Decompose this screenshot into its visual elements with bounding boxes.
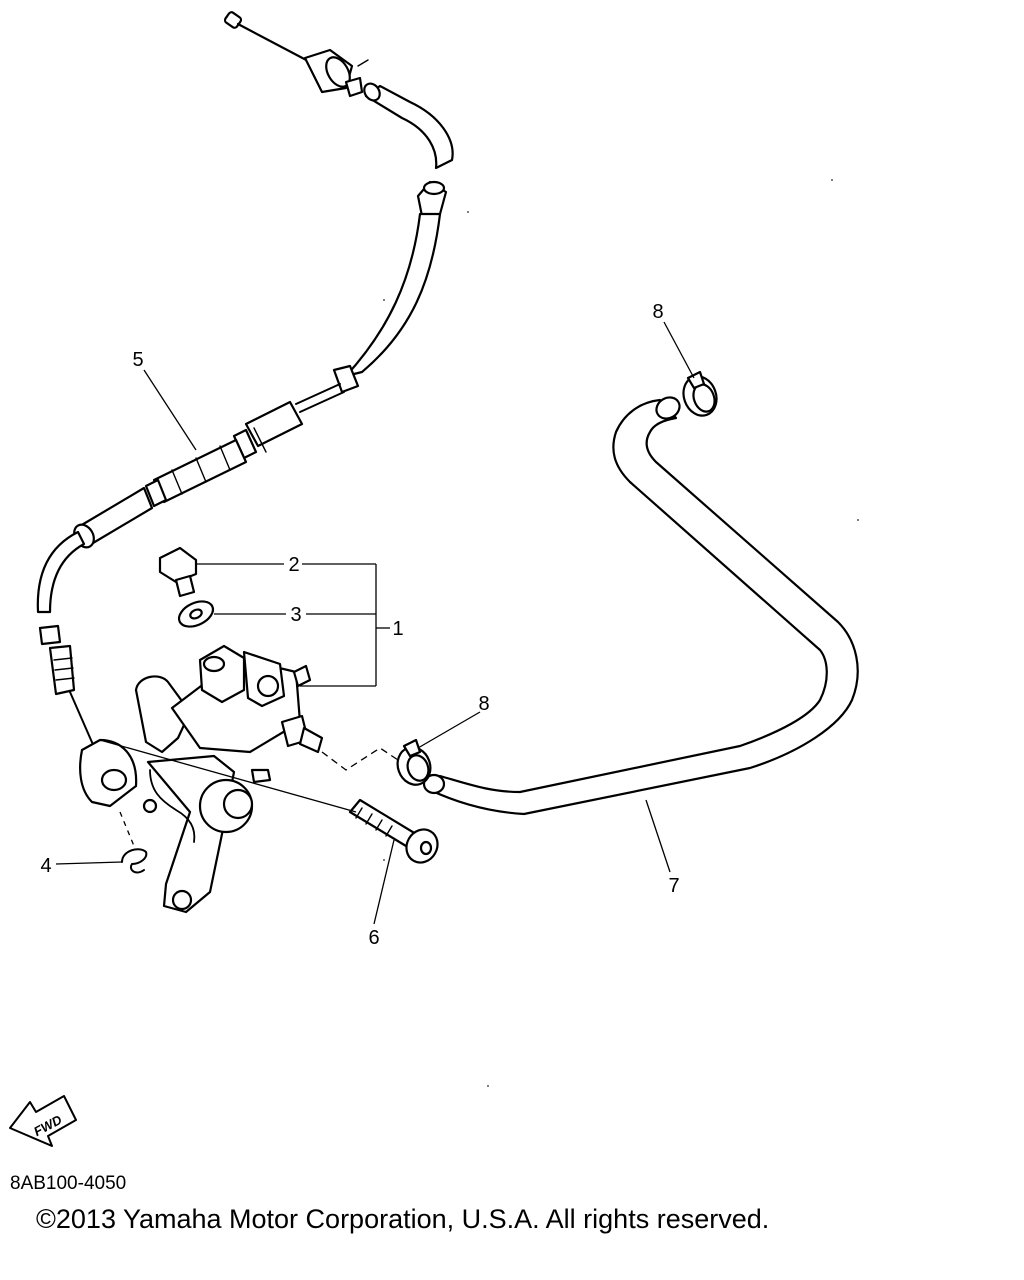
- callout-8-upper: 8: [652, 301, 663, 323]
- forward-direction-arrow-icon: FWD: [9, 1095, 77, 1147]
- callout-7: 7: [668, 875, 679, 897]
- callout-6: 6: [368, 927, 379, 949]
- part-1-valve-assembly: [79, 644, 324, 914]
- part-2-bolt: [158, 546, 198, 598]
- part-7-hose: [422, 396, 859, 816]
- part-8-clamp-lower: [396, 738, 432, 786]
- part-6-bolt: [348, 798, 439, 864]
- scan-specks: [383, 179, 859, 1087]
- part-3-washer: [177, 600, 215, 628]
- callout-1: 1: [392, 618, 403, 640]
- part-4-clip: [121, 848, 148, 874]
- callout-3: 3: [290, 604, 301, 626]
- callout-8-lower: 8: [478, 693, 489, 715]
- part-8-clamp-upper: [682, 370, 718, 417]
- part-5-cable: [36, 11, 454, 767]
- copyright-notice: ©2013 Yamaha Motor Corporation, U.S.A. A…: [36, 1204, 770, 1234]
- callout-5: 5: [132, 349, 143, 371]
- callout-2: 2: [288, 554, 299, 576]
- leader-lines: [55, 321, 695, 925]
- diagram-code: 8AB100-4050: [10, 1173, 127, 1194]
- callout-4: 4: [40, 855, 51, 877]
